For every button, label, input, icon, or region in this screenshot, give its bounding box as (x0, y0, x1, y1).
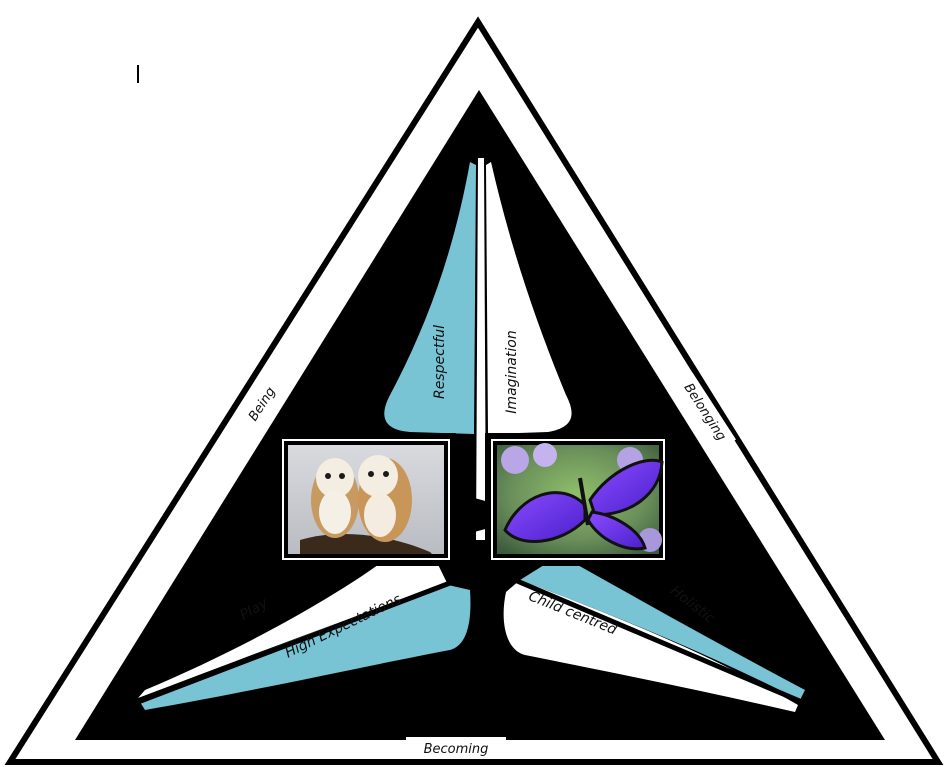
owls-photo (276, 433, 456, 566)
label-becoming-group: Becoming (406, 737, 506, 759)
butterfly-photo (485, 433, 671, 566)
label-respectful: Respectful (432, 325, 448, 399)
label-becoming: Becoming (424, 742, 489, 757)
label-imagination: Imagination (504, 330, 520, 413)
